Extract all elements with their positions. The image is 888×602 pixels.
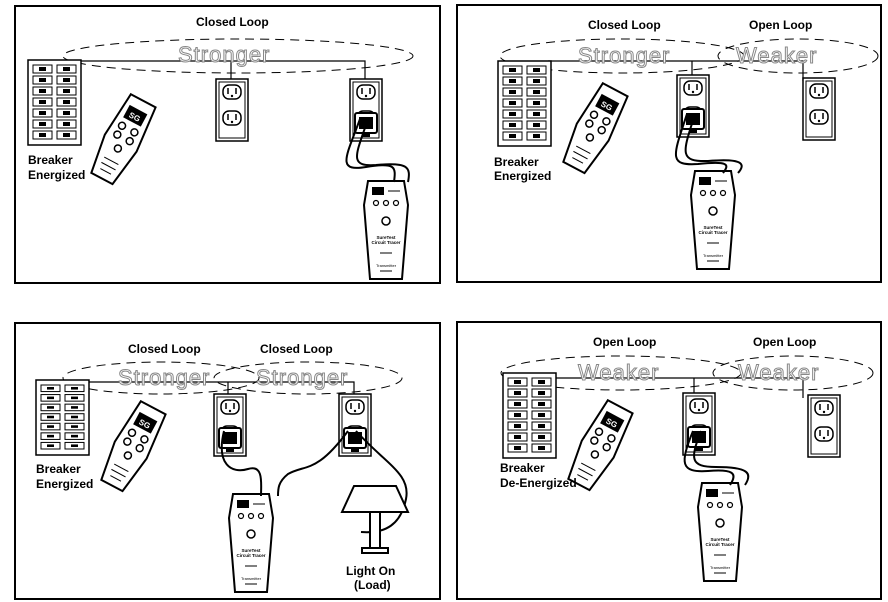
transmitter-name-text: Transmitter — [376, 263, 397, 268]
transmitter-name-text: Transmitter — [703, 253, 724, 258]
breaker-label-line2: Energized — [36, 477, 94, 491]
signal-label: Stronger — [117, 365, 211, 391]
transmitter-product-text: Circuit Tracer — [236, 553, 265, 558]
receiver-device: SG — [567, 398, 634, 492]
loop-ellipse — [712, 355, 874, 391]
wall-outlet — [349, 78, 383, 142]
wall-outlet — [213, 393, 247, 457]
breaker-label-line2: De-Energized — [500, 476, 577, 490]
breaker-label-line1: Breaker — [36, 462, 81, 476]
breaker-panel — [497, 60, 552, 147]
transmitter-brand-text: SureTest — [711, 537, 730, 542]
transmitter-brand-text: SureTest — [242, 548, 261, 553]
test-cord — [693, 430, 750, 486]
signal-label: Weaker — [737, 360, 820, 386]
test-cord — [277, 430, 349, 497]
transmitter-brand-text: SureTest — [704, 225, 723, 230]
loop-label: Open Loop — [593, 335, 657, 349]
wall-outlet — [807, 394, 841, 458]
load-label-line1: Light On — [346, 564, 396, 578]
breaker-label-line1: Breaker — [28, 153, 73, 167]
loop-label: Open Loop — [753, 335, 817, 349]
signal-label: Weaker — [577, 360, 660, 386]
plug-icon — [343, 427, 367, 452]
receiver-device: SG — [100, 399, 167, 493]
breaker-label-line2: Energized — [28, 168, 86, 182]
transmitter-product-text: Circuit Tracer — [371, 240, 400, 245]
loop-ellipse — [62, 38, 414, 74]
loop-ellipse — [717, 38, 879, 74]
test-cord — [675, 113, 728, 174]
test-cord — [684, 113, 743, 174]
loop-ellipse — [62, 361, 260, 395]
circuit-wire — [86, 381, 355, 398]
loop-label: Closed Loop — [588, 18, 661, 32]
load-label-line2: (Load) — [354, 578, 391, 592]
receiver-device: SG — [562, 81, 629, 175]
loop-label: Open Loop — [749, 18, 813, 32]
loop-label: Closed Loop — [196, 15, 269, 29]
circuit-wire — [76, 60, 366, 79]
breaker-label-line1: Breaker — [494, 155, 539, 169]
receiver-device: SG — [90, 92, 157, 186]
wall-outlet — [215, 78, 249, 142]
wall-outlet — [338, 393, 372, 457]
transmitter-name-text: Transmitter — [710, 565, 731, 570]
breaker-panel — [35, 379, 90, 456]
circuit-wire — [548, 377, 804, 398]
test-cord — [683, 430, 735, 486]
loop-label: Closed Loop — [260, 342, 333, 356]
loop-ellipse — [499, 38, 745, 74]
test-cord — [345, 118, 396, 183]
loop-ellipse — [500, 355, 742, 391]
wall-outlet — [802, 77, 836, 141]
signal-label: Weaker — [735, 43, 818, 69]
test-cord — [220, 430, 263, 497]
transmitter-brand-text: SureTest — [377, 235, 396, 240]
transmitter-product-text: Circuit Tracer — [705, 542, 734, 547]
breaker-label-line2: Energized — [494, 169, 552, 183]
loop-ellipse — [213, 361, 403, 395]
signal-label: Stronger — [577, 43, 671, 69]
loop-label: Closed Loop — [128, 342, 201, 356]
transmitter-name-text: Transmitter — [241, 576, 262, 581]
circuit-wire — [548, 60, 804, 81]
breaker-panel — [27, 59, 82, 146]
transmitter-product-text: Circuit Tracer — [698, 230, 727, 235]
lamp-icon — [340, 485, 410, 554]
signal-label: Stronger — [177, 42, 271, 68]
breaker-panel — [502, 372, 557, 459]
test-cord — [355, 430, 408, 534]
test-cord — [356, 118, 410, 183]
signal-label: Stronger — [255, 365, 349, 391]
breaker-label-line1: Breaker — [500, 461, 545, 475]
